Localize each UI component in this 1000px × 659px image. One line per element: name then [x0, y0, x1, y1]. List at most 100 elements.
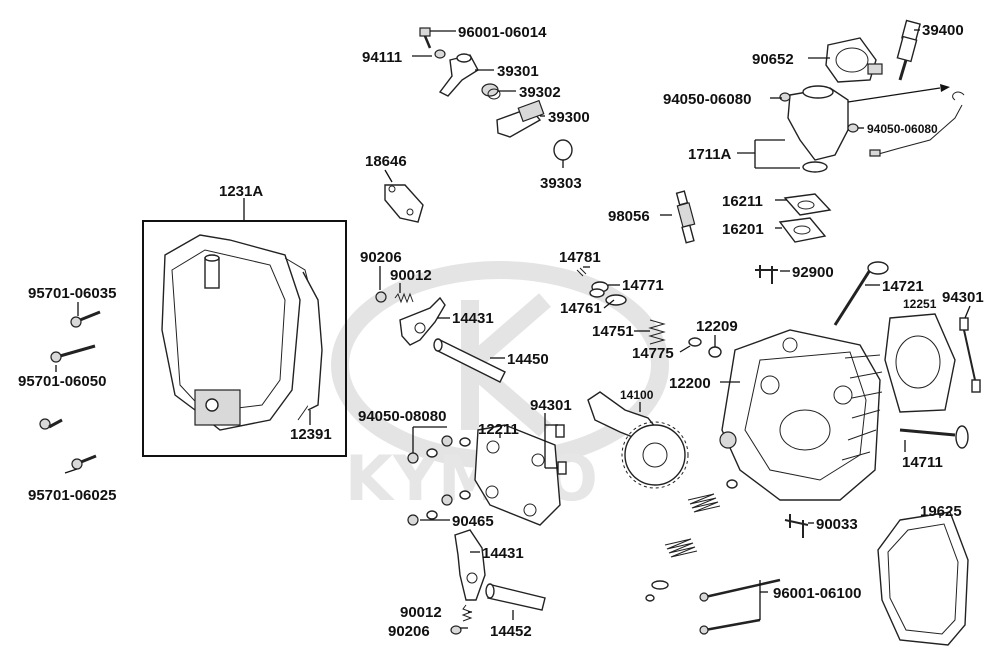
- label-39302: 39302: [519, 84, 561, 101]
- cover-gasket-12391: [302, 271, 323, 411]
- gasket-12251: [884, 313, 956, 413]
- rocker-shaft-14452: [485, 583, 546, 611]
- bolt-95701-06035: [70, 310, 101, 328]
- valve-spring-lower: [645, 479, 738, 602]
- label-1711A: 1711A: [688, 146, 732, 163]
- label-90012-b: 90012: [400, 604, 442, 621]
- spring-90012-a: [394, 292, 414, 304]
- label-14761: 14761: [560, 300, 602, 317]
- label-14431-a: 14431: [452, 310, 494, 327]
- washers-90465: [426, 437, 471, 520]
- label-14721: 14721: [882, 278, 924, 295]
- retainer-14761: [589, 288, 605, 298]
- bolt-95701-06025: [39, 418, 97, 470]
- bolt-94050-06080-a: [779, 92, 791, 102]
- rocker-shaft-14450: [433, 338, 506, 383]
- dowel-pins-92900: [755, 265, 778, 284]
- dowel-pins-90033: [784, 514, 809, 538]
- label-90206-a: 90206: [360, 249, 402, 266]
- rocker-arm-14431-b: [454, 529, 486, 601]
- label-14711: 14711: [902, 454, 943, 471]
- part-labels: 96001-06014 94111 39301 39302 39300 3930…: [18, 22, 984, 640]
- label-14775: 14775: [632, 345, 674, 362]
- label-12251: 12251: [903, 297, 937, 311]
- gasket-18646: [384, 184, 424, 223]
- label-92900: 92900: [792, 264, 834, 281]
- cotter-14781: [576, 267, 587, 277]
- nut-90206-b: [450, 625, 462, 635]
- label-94301-b: 94301: [530, 397, 572, 414]
- label-18646: 18646: [365, 153, 407, 170]
- label-94301-a: 94301: [942, 289, 984, 306]
- insulator-16201: [778, 217, 827, 243]
- cylinder-head-cover: [161, 234, 319, 431]
- vacuum-hose: [847, 84, 965, 157]
- label-90206-b: 90206: [388, 623, 430, 640]
- label-94111: 94111: [362, 49, 402, 66]
- spark-plug-98056: [675, 190, 696, 244]
- gasket-19625: [877, 511, 969, 646]
- label-14431-b: 14431: [482, 545, 524, 562]
- label-14452: 14452: [490, 623, 532, 640]
- label-39301: 39301: [497, 63, 539, 80]
- injector-39300: [496, 99, 545, 138]
- label-16201: 16201: [722, 221, 764, 238]
- label-14100: 14100: [620, 388, 654, 402]
- bolt-95701-06050: [50, 344, 96, 363]
- label-90012-a: 90012: [390, 267, 432, 284]
- label-90652: 90652: [752, 51, 794, 68]
- label-90465: 90465: [452, 513, 494, 530]
- camshaft-14100: [587, 391, 689, 489]
- bolts-94050-08080: [407, 435, 453, 526]
- label-90033: 90033: [816, 516, 858, 533]
- label-96001-06014: 96001-06014: [458, 24, 547, 41]
- cam-holder-12211: [474, 424, 561, 526]
- label-39400: 39400: [922, 22, 964, 39]
- sensor-39400: [896, 19, 921, 81]
- cylinder-head-12200: [719, 329, 883, 501]
- label-12391: 12391: [290, 426, 332, 443]
- label-12209: 12209: [696, 318, 738, 335]
- exhaust-valve-14711: [899, 425, 969, 449]
- label-14771: 14771: [622, 277, 664, 294]
- pins-94301-a: [959, 317, 981, 393]
- label-94050-06080-a: 94050-06080: [663, 91, 751, 108]
- label-94050-06080-b: 94050-06080: [867, 122, 938, 136]
- label-1231A: 1231A: [219, 183, 263, 200]
- spring-90012-b: [461, 604, 473, 622]
- studs-96001-06100: [699, 578, 781, 635]
- seal-39303: [553, 139, 573, 161]
- rocker-arm-14431-a: [399, 296, 446, 346]
- label-95701-06035: 95701-06035: [28, 285, 116, 302]
- seal-12209: [708, 346, 722, 358]
- pins-94301-b: [555, 424, 567, 475]
- nut-90206-a: [375, 291, 387, 303]
- clamp-90652: [825, 37, 883, 83]
- label-95701-06025: 95701-06025: [28, 487, 116, 504]
- label-98056: 98056: [608, 208, 650, 225]
- spring-seat-14775: [688, 337, 702, 347]
- fuel-hose-joint-39301: [438, 53, 479, 97]
- label-12211: 12211: [478, 421, 519, 438]
- nut-94111: [434, 49, 446, 59]
- leader-lines: [55, 29, 971, 629]
- label-16211: 16211: [722, 193, 763, 210]
- label-19625: 19625: [920, 503, 962, 520]
- label-94050-08080: 94050-08080: [358, 408, 446, 425]
- label-95701-06050: 95701-06050: [18, 373, 106, 390]
- label-14781: 14781: [559, 249, 601, 266]
- oring-39302: [481, 83, 501, 100]
- bolt-94050-06080-b: [847, 123, 859, 133]
- screw-96001-06014: [419, 27, 432, 49]
- intake-pipe-1711A: [787, 85, 849, 173]
- label-12200: 12200: [669, 375, 711, 392]
- gasket-16211: [783, 193, 832, 216]
- label-96001-06100: 96001-06100: [773, 585, 861, 602]
- intake-valve-14721: [833, 261, 889, 326]
- label-39303: 39303: [540, 175, 582, 192]
- label-14450: 14450: [507, 351, 549, 368]
- label-39300: 39300: [548, 109, 590, 126]
- label-14751: 14751: [592, 323, 634, 340]
